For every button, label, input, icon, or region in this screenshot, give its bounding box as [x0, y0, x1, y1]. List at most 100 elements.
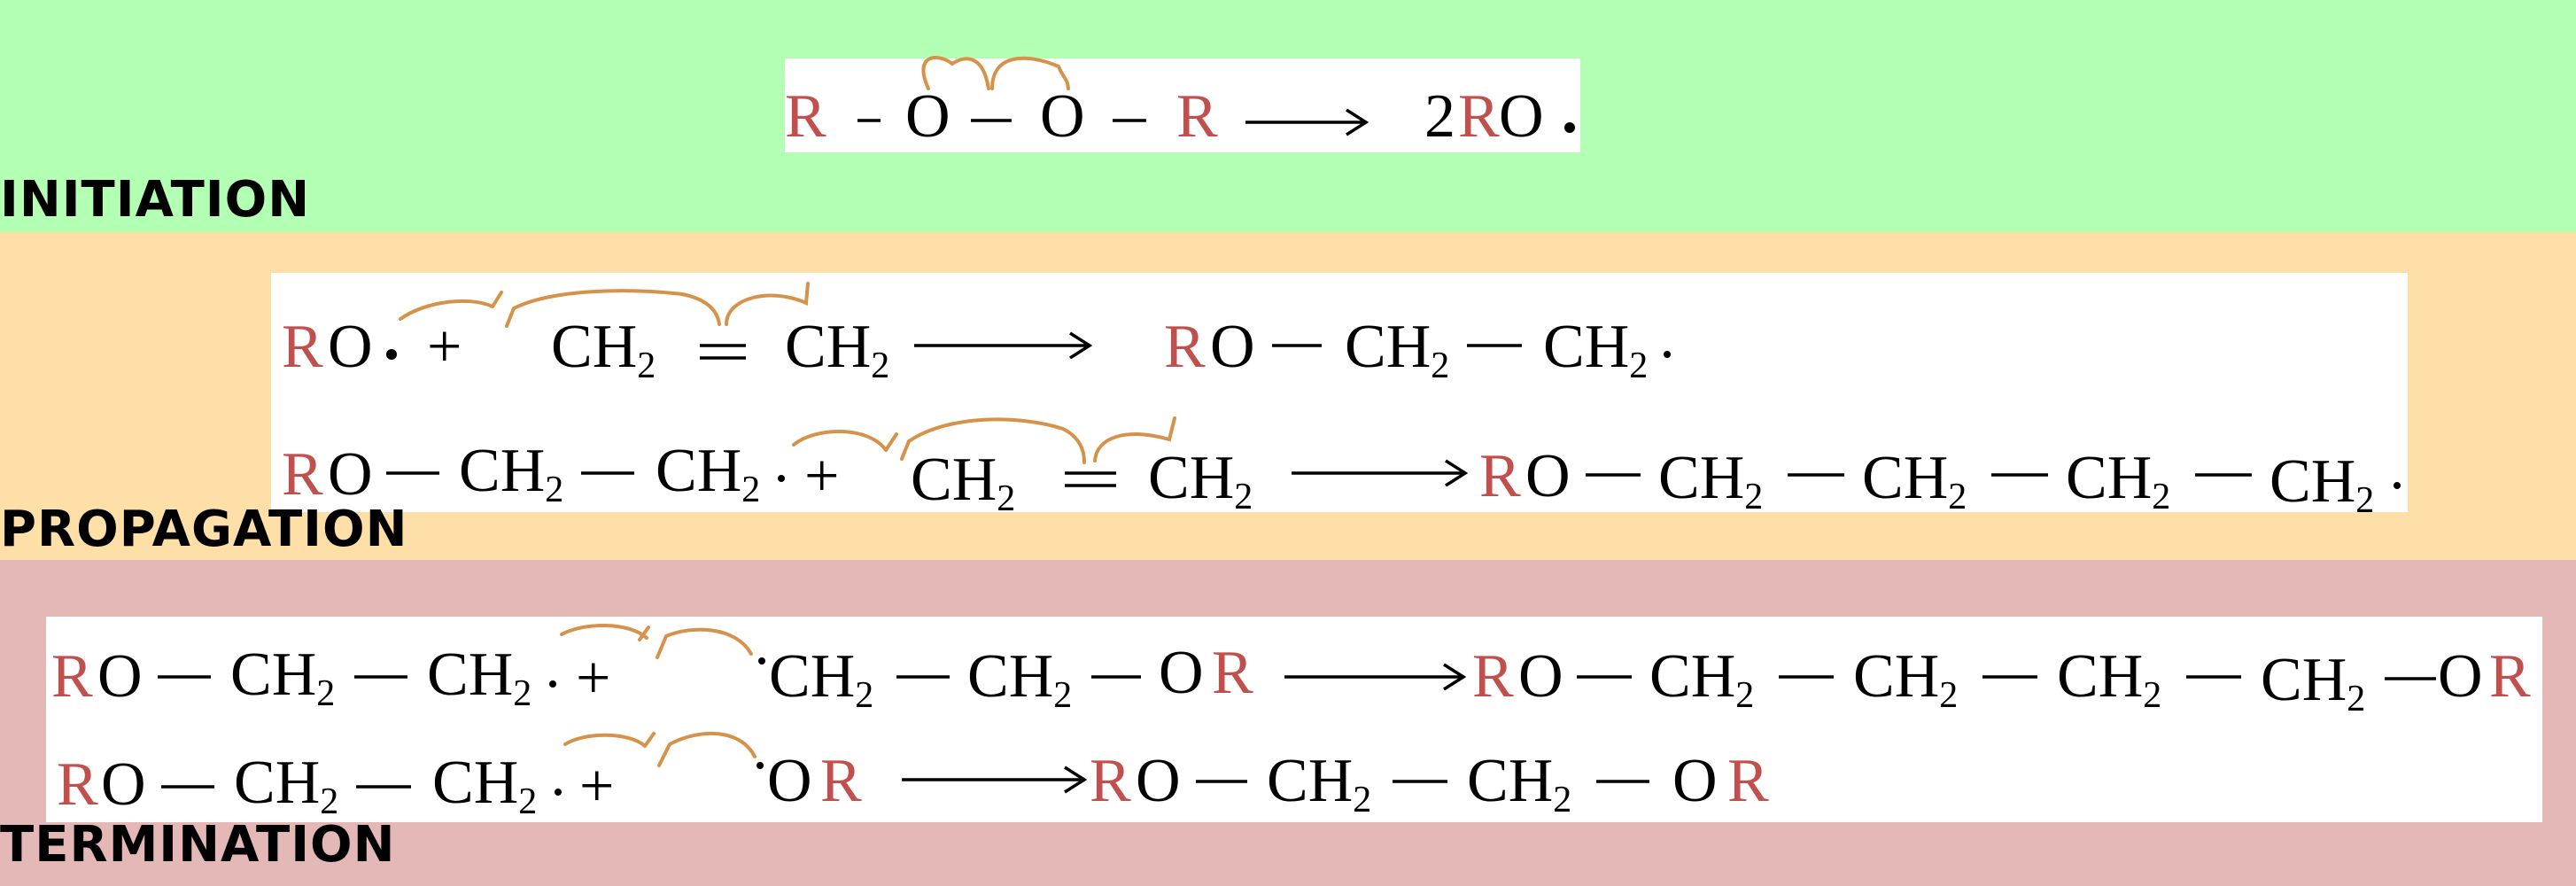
curly-arrow-icon [643, 731, 757, 767]
curly-arrow-icon [563, 733, 647, 748]
r-group: R [1164, 313, 1206, 381]
ch2-group: CH2 [1148, 444, 1253, 512]
reaction-arrowhead [1346, 108, 1369, 136]
curly-arrow-icon [638, 626, 753, 659]
r-group: R [1090, 747, 1131, 815]
reaction-arrowhead [1445, 459, 1469, 487]
ch2-group: CH2 [459, 437, 563, 510]
reaction-arrowhead [1443, 663, 1467, 691]
r-group: R [2489, 642, 2531, 711]
radical-dot [778, 475, 785, 482]
ch2-group: CH2 [432, 749, 537, 822]
r-group: R [1176, 82, 1218, 151]
r-group: R [785, 82, 826, 151]
reaction-arrowhead [1069, 331, 1093, 360]
r-group: R [1727, 747, 1769, 815]
oxygen-atom: O [97, 642, 143, 711]
curly-arrow-icon [1093, 416, 1176, 462]
radical-dot [1664, 351, 1671, 358]
reaction-arrowhead [1064, 766, 1088, 794]
propagation-equations: R O + CH2 CH2 R O CH2 CH2 R O CH2 CH2 [282, 313, 2401, 512]
termination-band: R O CH2 CH2 + CH2 CH2 O R R O CH2 CH2 CH… [0, 560, 2576, 886]
radical-dot [1564, 122, 1575, 133]
oxygen-atom: O [328, 313, 373, 381]
oxygen-atom: O [1040, 82, 1085, 151]
ch2-group: CH2 [2066, 444, 2170, 512]
radical-dot [757, 762, 764, 769]
ch2-group: CH2 [2057, 642, 2161, 716]
oxygen-atom: O [1518, 642, 1563, 711]
ch2-group: CH2 [230, 641, 335, 714]
ch2-group: CH2 [2261, 646, 2365, 719]
curly-arrow-icon [399, 299, 494, 321]
radical-dot [758, 657, 765, 664]
initiation-equation-panel: R O O R 2 R O [785, 58, 1580, 152]
initiation-curly-arrows [921, 56, 1070, 90]
plus-sign: + [804, 442, 839, 510]
oxygen-atom: O [1672, 747, 1718, 815]
ch2-group: CH2 [427, 641, 531, 714]
r-group: R [282, 313, 323, 381]
radical-dot [555, 789, 562, 796]
ch2-group: CH2 [234, 749, 338, 822]
r-group: R [282, 440, 323, 509]
plus-sign: + [427, 313, 462, 381]
ch2-group: CH2 [911, 446, 1015, 512]
oxygen-atom: O [905, 82, 950, 151]
ch2-group: CH2 [769, 642, 873, 716]
oxygen-atom: O [1159, 639, 1204, 707]
oxygen-atom: O [1210, 313, 1255, 381]
propagation-band: R O + CH2 CH2 R O CH2 CH2 R O CH2 CH2 [0, 232, 2576, 560]
stage-label-initiation: INITIATION [0, 171, 311, 229]
initiation-band: R O O R 2 R O INITIATION [0, 0, 2576, 232]
homolysis-curly-arrow-icon [921, 56, 990, 90]
ch2-group: CH2 [1267, 747, 1371, 820]
oxygen-atom: O [1136, 747, 1181, 815]
plus-sign: + [579, 752, 614, 820]
ch2-group: CH2 [1862, 444, 1967, 512]
r-group: R [1472, 642, 1514, 711]
radical-dot [2394, 482, 2401, 489]
curly-arrow-icon [884, 417, 1086, 464]
stage-label-termination: TERMINATION [0, 816, 396, 874]
oxygen-atom: O [1499, 82, 1544, 151]
propagation-equation-panel: R O + CH2 CH2 R O CH2 CH2 R O CH2 CH2 [271, 273, 2408, 512]
oxygen-atom: O [767, 747, 812, 815]
initiation-equation: R O O R 2 R O [785, 82, 1575, 151]
r-group: R [1212, 639, 1253, 707]
radical-dot [386, 349, 397, 360]
ch2-group: CH2 [1543, 313, 1648, 386]
termination-equation-panel: R O CH2 CH2 + CH2 CH2 O R R O CH2 CH2 CH… [46, 617, 2542, 822]
termination-curly-arrows [560, 623, 757, 767]
ch2-group: CH2 [785, 313, 889, 386]
oxygen-atom: O [328, 440, 373, 509]
r-group: R [51, 642, 93, 711]
ch2-group: CH2 [656, 437, 760, 510]
oxygen-atom: O [1525, 442, 1571, 510]
ch2-group: CH2 [551, 313, 656, 386]
homolysis-curly-arrow-icon [990, 56, 1070, 90]
ch2-group: CH2 [1853, 642, 1958, 716]
ch2-group: CH2 [1345, 313, 1449, 386]
oxygen-atom: O [101, 750, 146, 819]
curly-arrow-icon [725, 282, 810, 326]
curly-arrow-icon [792, 430, 888, 452]
ch2-group: CH2 [2270, 447, 2374, 512]
ch2-group: CH2 [1649, 642, 1754, 716]
coefficient: 2 [1424, 82, 1455, 151]
ch2-group: CH2 [967, 642, 1072, 716]
ch2-group: CH2 [1467, 747, 1571, 820]
curly-arrow-icon [560, 623, 648, 640]
stage-label-propagation: PROPAGATION [0, 501, 408, 558]
r-group: R [820, 747, 862, 815]
plus-sign: + [576, 644, 610, 712]
termination-equations: R O CH2 CH2 + CH2 CH2 O R R O CH2 CH2 CH… [51, 639, 2531, 822]
propagation-curly-arrows [399, 282, 1176, 464]
curly-arrow-icon [491, 289, 721, 328]
r-group: R [57, 750, 98, 819]
radical-dot [549, 680, 556, 688]
r-group: R [1458, 82, 1500, 151]
ch2-group: CH2 [1658, 444, 1763, 512]
oxygen-atom: O [2438, 642, 2483, 711]
r-group: R [1479, 442, 1521, 510]
